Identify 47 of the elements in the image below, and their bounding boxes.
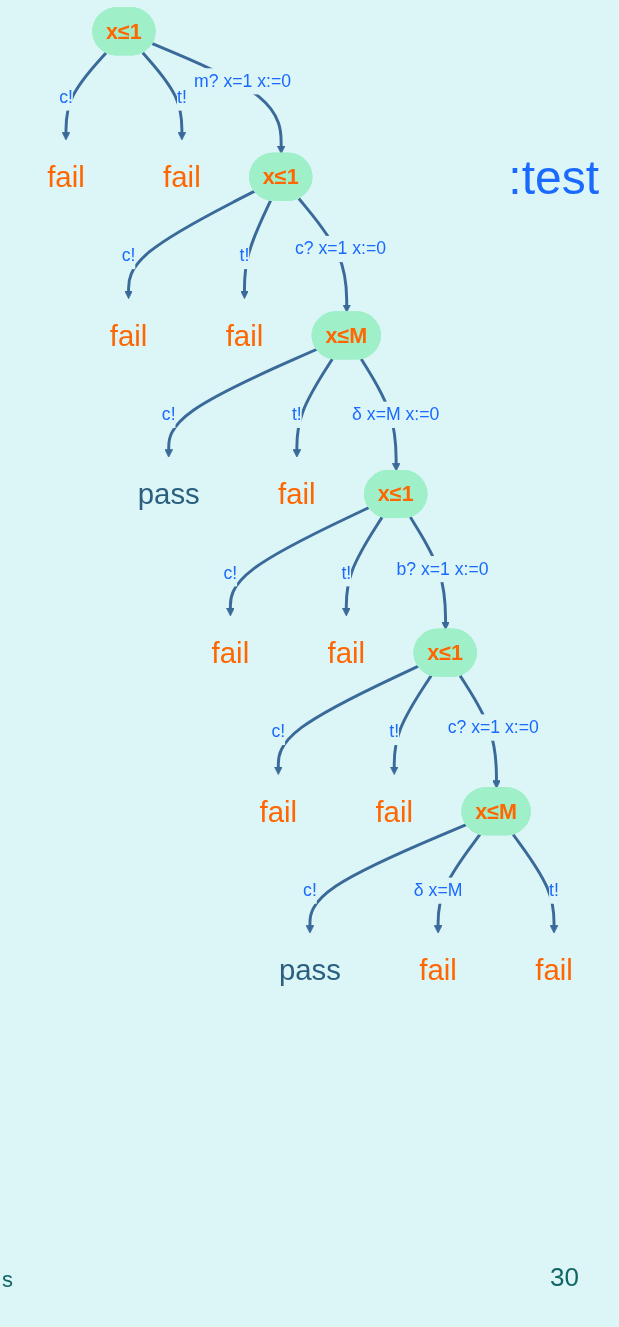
arrow <box>239 199 272 300</box>
edge-label: t! <box>548 880 559 900</box>
edge-label: c! <box>121 245 135 266</box>
arrow <box>163 347 317 458</box>
note-text: :test <box>508 150 599 205</box>
node-text: pass <box>278 953 341 987</box>
edge-label: t! <box>291 404 302 424</box>
page-number: 30 <box>550 1262 579 1293</box>
arrow <box>273 664 419 775</box>
edge-label: t! <box>340 563 351 583</box>
arrow <box>341 516 383 617</box>
node-text: fail <box>109 319 147 352</box>
node-text: fail <box>211 636 249 669</box>
edge-label: c! <box>270 721 285 742</box>
arrow <box>511 833 558 934</box>
node-text: fail <box>374 795 413 828</box>
edge-label: c! <box>161 404 176 424</box>
edge-label: c? x=1 x:=0 <box>294 238 386 259</box>
arrow <box>151 42 285 155</box>
arrow <box>61 51 107 141</box>
edge-label: c! <box>223 563 237 583</box>
node-text: fail <box>225 319 263 352</box>
edge-label: c! <box>302 880 317 900</box>
arrow <box>141 51 186 141</box>
edge-label: c! <box>58 87 73 107</box>
edge-label: c? x=1 x:=0 <box>447 717 539 737</box>
arrow <box>123 189 255 300</box>
node-text: fail <box>534 953 573 987</box>
edge-label: t! <box>388 721 399 742</box>
arrow <box>225 506 370 617</box>
edge-label: δ x=M x:=0 <box>351 404 439 424</box>
node-text: fail <box>327 636 365 669</box>
arrow <box>305 823 467 934</box>
edge-label: δ x=M <box>413 880 462 900</box>
node-text: fail <box>277 477 316 511</box>
node-text: fail <box>162 160 201 193</box>
arrow <box>292 358 334 458</box>
edge-label: b? x=1 x:=0 <box>395 558 489 579</box>
node-text: fail <box>418 953 457 987</box>
edge-label: t! <box>176 87 187 107</box>
edge-label: m? x=1 x:=0 <box>193 71 291 91</box>
edge-label: t! <box>239 245 249 266</box>
node-text: fail <box>259 795 297 828</box>
arrow <box>389 674 432 775</box>
note-text: s <box>2 1267 13 1293</box>
node-text: fail <box>46 160 85 193</box>
node-text: pass <box>137 477 200 511</box>
